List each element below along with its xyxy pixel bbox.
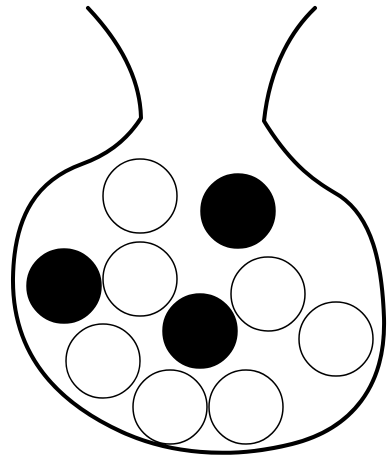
white-ball [231,257,305,331]
black-ball [201,174,275,248]
white-ball [133,370,207,444]
white-ball [299,302,373,376]
black-ball [163,294,237,368]
white-ball [103,242,177,316]
black-ball [27,249,101,323]
white-ball [209,370,283,444]
white-ball [103,159,177,233]
white-ball [66,324,140,398]
balls-group [27,159,373,444]
